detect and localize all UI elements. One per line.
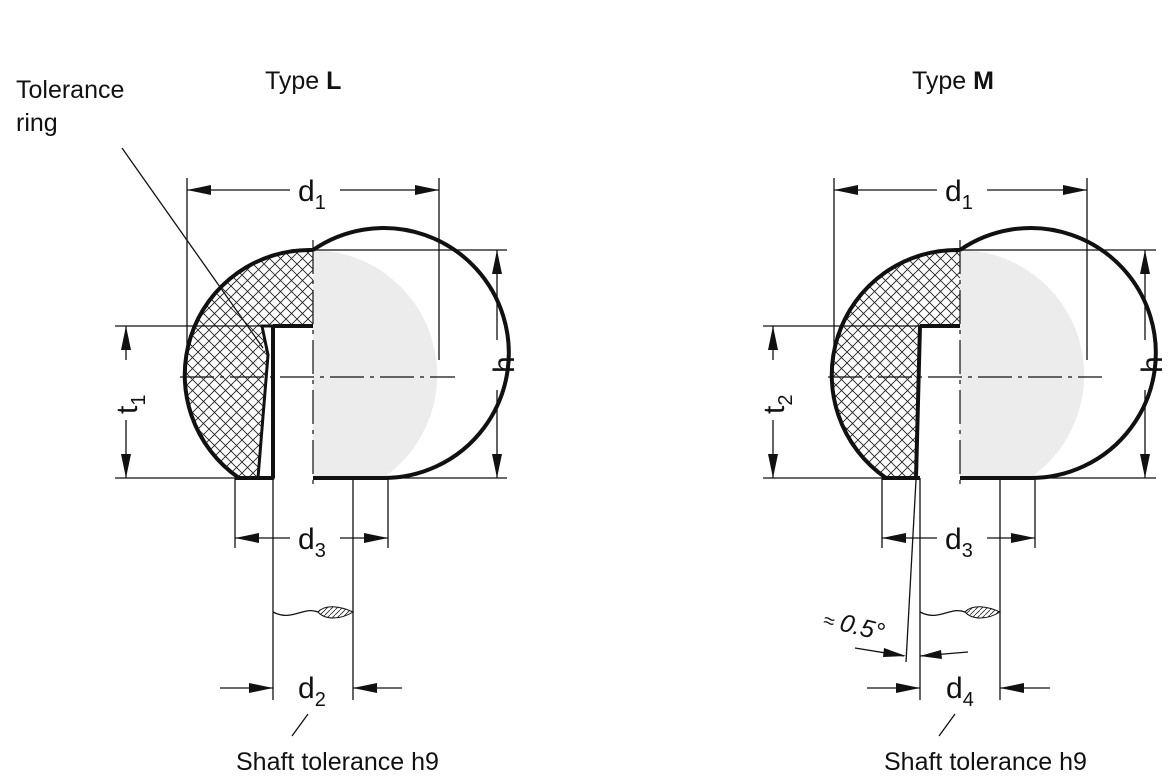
type-l-shaft-section: [317, 606, 355, 619]
type-m-drawing: Type M d1 h t2: [758, 67, 1169, 776]
type-m-t2-label: t2: [758, 395, 797, 414]
type-l-note-leader: [291, 713, 309, 737]
type-l-d1-label: d1: [298, 175, 326, 214]
type-m-d1-label: d1: [945, 175, 973, 214]
type-m-t2-arrow-bottom: [768, 454, 778, 478]
type-m-d3-arrow-right: [1011, 533, 1035, 543]
type-l-d3-label: d3: [298, 523, 326, 562]
tolerance-ring-label: Tolerance: [16, 76, 124, 104]
type-m-d1-arrow-right: [1063, 185, 1087, 195]
type-l-h-arrow-bottom: [492, 454, 502, 478]
type-l-d2-arrow-left: [249, 683, 273, 693]
type-m-d4-label: d4: [946, 672, 974, 711]
tolerance-ring-label-line2: ring: [16, 109, 58, 137]
type-m-shaft-note: Shaft tolerance h9: [884, 748, 1087, 776]
type-m-outline: [829, 226, 1158, 481]
type-m-shaft-break: [919, 610, 966, 617]
type-l-d1-arrow-left: [187, 185, 211, 195]
type-l-title: Type L: [265, 67, 341, 95]
type-m-d4-arrow-left: [896, 683, 920, 693]
type-m-angle-arrow-left: [883, 648, 906, 657]
type-m-d3-label: d3: [945, 523, 973, 562]
type-l-d2-arrow-right: [353, 683, 377, 693]
type-l-outline: [182, 226, 511, 481]
type-l-knob-body: [313, 250, 438, 478]
type-l-shaft-break: [272, 610, 319, 617]
type-m-h-arrow-top: [1140, 250, 1150, 274]
type-m-knob-body: [960, 250, 1085, 478]
type-m-bore-wall: [914, 325, 922, 479]
type-l-d1-arrow-right: [415, 185, 439, 195]
type-m-shaft-section: [964, 606, 1002, 619]
type-l-shaft-note: Shaft tolerance h9: [236, 748, 439, 776]
type-m-taper-line: [905, 479, 917, 663]
type-l-t1-arrow-bottom: [121, 454, 131, 478]
type-m-knob-section: [831, 249, 960, 478]
type-m-h-label: h: [1136, 356, 1169, 373]
type-m-t2-arrow-top: [768, 326, 778, 350]
type-l-drawing: Type L Tolerance ring d1 h: [16, 67, 521, 776]
type-l-h-arrow-top: [492, 250, 502, 274]
type-m-title: Type M: [912, 67, 994, 95]
type-l-h-label: h: [488, 356, 521, 373]
type-l-t1-arrow-top: [121, 326, 131, 350]
type-l-knob-section: [184, 249, 313, 478]
type-m-h-arrow-bottom: [1140, 454, 1150, 478]
type-l-t1-label: t1: [111, 395, 150, 414]
type-l-d3-arrow-left: [235, 533, 259, 543]
type-l-d3-arrow-right: [364, 533, 388, 543]
type-l-d2-label: d2: [298, 672, 326, 711]
type-m-d1-arrow-left: [834, 185, 858, 195]
type-m-angle-arrow-right: [920, 650, 942, 659]
type-m-angle-label: ≈0.5°: [821, 605, 888, 647]
type-m-d4-arrow-right: [1000, 683, 1024, 693]
type-m-d3-arrow-left: [882, 533, 906, 543]
type-m-note-leader: [938, 713, 956, 737]
